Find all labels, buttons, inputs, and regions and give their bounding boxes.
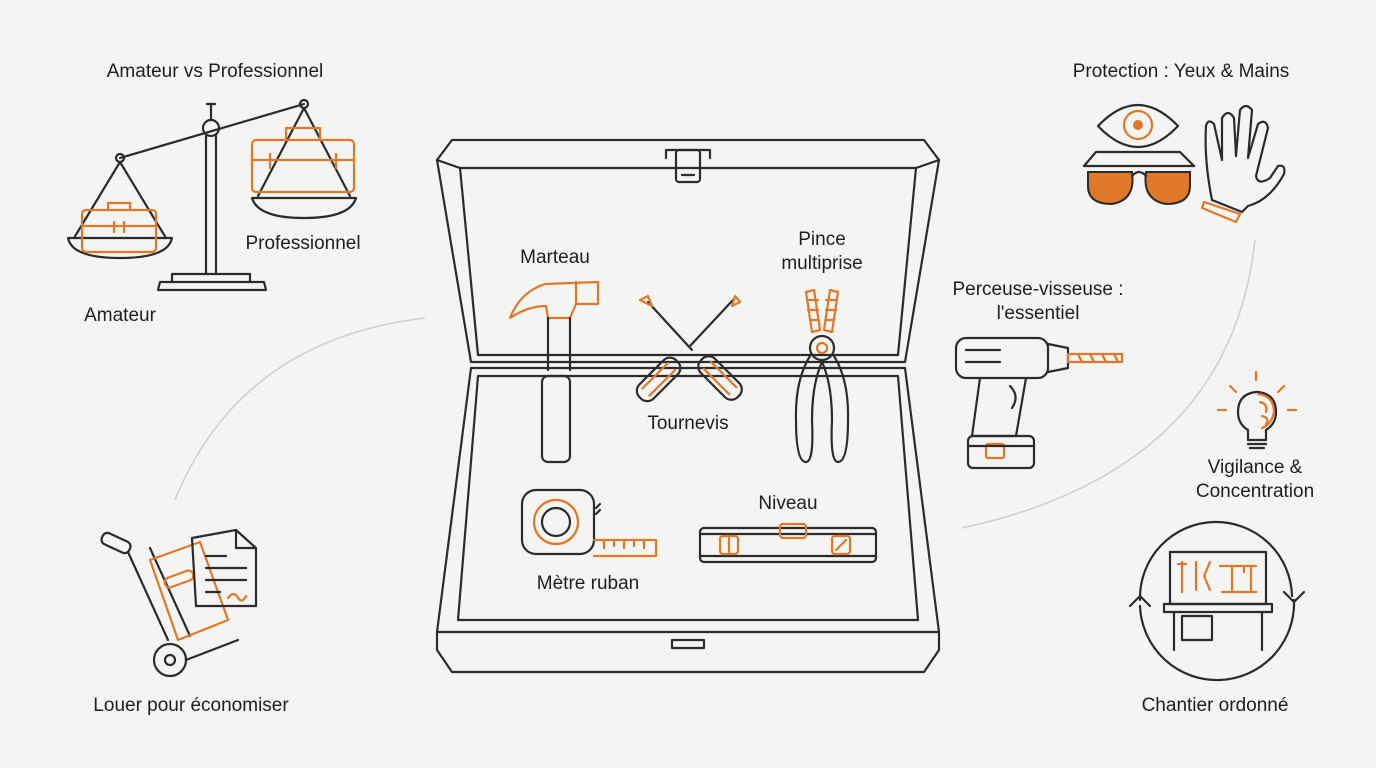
hammer-label: Marteau — [520, 247, 590, 268]
pliers-icon — [794, 288, 850, 464]
workbench-cycle-icon — [1128, 520, 1306, 682]
hammer-icon — [508, 280, 600, 464]
screwdrivers-icon — [635, 294, 743, 403]
scale-icon — [66, 98, 358, 292]
tape-measure-icon — [520, 488, 658, 558]
drill-label-line1: Perceuse-visseuse : — [952, 279, 1124, 300]
tidy-label: Chantier ordonné — [1141, 695, 1289, 716]
vigilance-label-line2: Concentration — [1195, 481, 1315, 502]
scale-title: Amateur vs Professionnel — [106, 61, 324, 82]
rent-label: Louer pour économiser — [93, 695, 289, 716]
eye-icon — [1096, 104, 1180, 148]
left-connector-arc — [174, 317, 426, 501]
drill-label-line2: l'essentiel — [996, 303, 1080, 324]
glove-icon — [1200, 104, 1286, 224]
tape-label: Mètre ruban — [536, 573, 640, 594]
professional-label: Professionnel — [245, 233, 361, 254]
safety-glasses-icon — [1082, 150, 1196, 206]
level-icon — [698, 522, 878, 564]
protection-label: Protection : Yeux & Mains — [1072, 61, 1290, 82]
level-label: Niveau — [758, 493, 818, 514]
vigilance-label-line1: Vigilance & — [1207, 457, 1303, 478]
hand-truck-icon — [100, 531, 240, 678]
screwdrivers-label: Tournevis — [647, 413, 729, 434]
toolbox-icon — [435, 138, 941, 674]
pliers-label-line1: Pince — [798, 229, 846, 250]
amateur-label: Amateur — [84, 305, 156, 326]
pliers-label-line2: multiprise — [781, 253, 863, 274]
lightbulb-brain-icon — [1216, 370, 1298, 450]
document-icon — [190, 528, 258, 608]
drill-icon — [954, 336, 1124, 470]
right-connector-arc — [961, 239, 1256, 529]
